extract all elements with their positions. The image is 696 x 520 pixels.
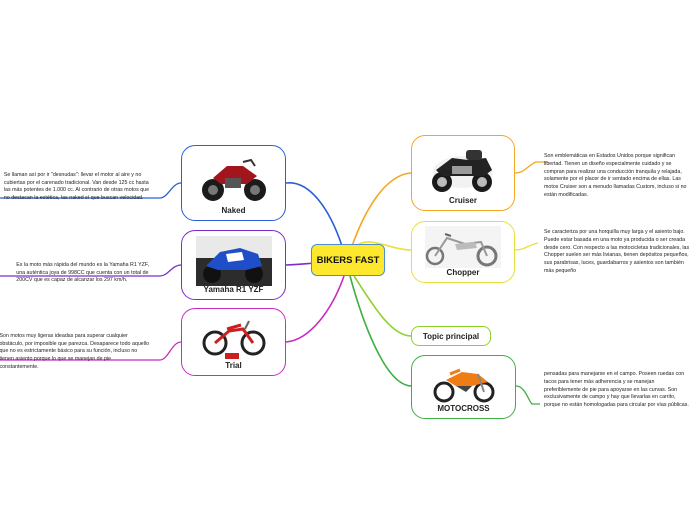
central-topic[interactable]: BIKERS FAST xyxy=(311,244,385,276)
node-naked-label: Naked xyxy=(221,206,246,215)
connector-naked xyxy=(285,182,343,247)
connector-chopper xyxy=(355,241,412,251)
connector-cruiser xyxy=(351,172,412,247)
touring-cruiser-motorcycle-photo xyxy=(432,150,493,192)
connector-motocross xyxy=(349,275,412,387)
note-trial: Son motos muy ligeras ideadas para super… xyxy=(0,325,152,370)
node-motocross-label: MOTOCROSS xyxy=(437,404,490,413)
node-naked[interactable]: Naked xyxy=(181,145,286,221)
yamaha-r1-superbike-photo xyxy=(195,236,272,286)
motocross-bike-photo xyxy=(433,368,494,403)
note-motocross: pensadas para manejarse en el campo. Pos… xyxy=(544,371,689,409)
node-trial-label: Trial xyxy=(225,361,242,370)
connector-cruiser-note xyxy=(514,161,548,174)
node-motocross[interactable]: MOTOCROSS xyxy=(411,355,516,419)
connector-motocross-note xyxy=(515,385,540,405)
connector-topic xyxy=(353,275,412,337)
node-topic-principal[interactable]: Topic principal xyxy=(411,326,491,346)
connector-chopper-note xyxy=(514,242,539,251)
node-chopper[interactable]: Chopper xyxy=(411,221,515,283)
note-naked: Se llaman así por ir "desnudas": llevar … xyxy=(0,164,152,201)
connector-naked-note xyxy=(0,182,182,199)
trial-bike-photo xyxy=(202,320,265,359)
note-naked-text: Se llaman así por ir "desnudas": llevar … xyxy=(3,171,150,202)
node-chopper-label: Chopper xyxy=(446,268,480,277)
node-trial[interactable]: Trial xyxy=(181,308,286,376)
node-cruiser[interactable]: Cruiser xyxy=(411,135,515,211)
note-yamaha: Es la moto más rápida del mundo es la Ya… xyxy=(0,254,152,284)
connector-trial xyxy=(285,275,345,343)
note-cruiser: Son emblemáticas en Estados Unidos porqu… xyxy=(544,153,687,198)
node-yamaha[interactable]: Yamaha R1 YZF xyxy=(181,230,286,300)
chopper-motorcycle-photo xyxy=(425,226,501,268)
note-yamaha-text: Es la moto más rápida del mundo es la Ya… xyxy=(16,261,150,284)
connector-yamaha-note xyxy=(0,264,182,277)
node-cruiser-label: Cruiser xyxy=(448,196,477,205)
connector-trial-note xyxy=(0,341,182,361)
note-trial-text: Son motos muy ligeras ideadas para super… xyxy=(0,332,150,370)
node-yamaha-label: Yamaha R1 YZF xyxy=(203,285,264,294)
note-chopper: Se caracteriza por una horquilla muy lar… xyxy=(544,229,690,274)
naked-sport-motorcycle-photo xyxy=(201,158,266,201)
